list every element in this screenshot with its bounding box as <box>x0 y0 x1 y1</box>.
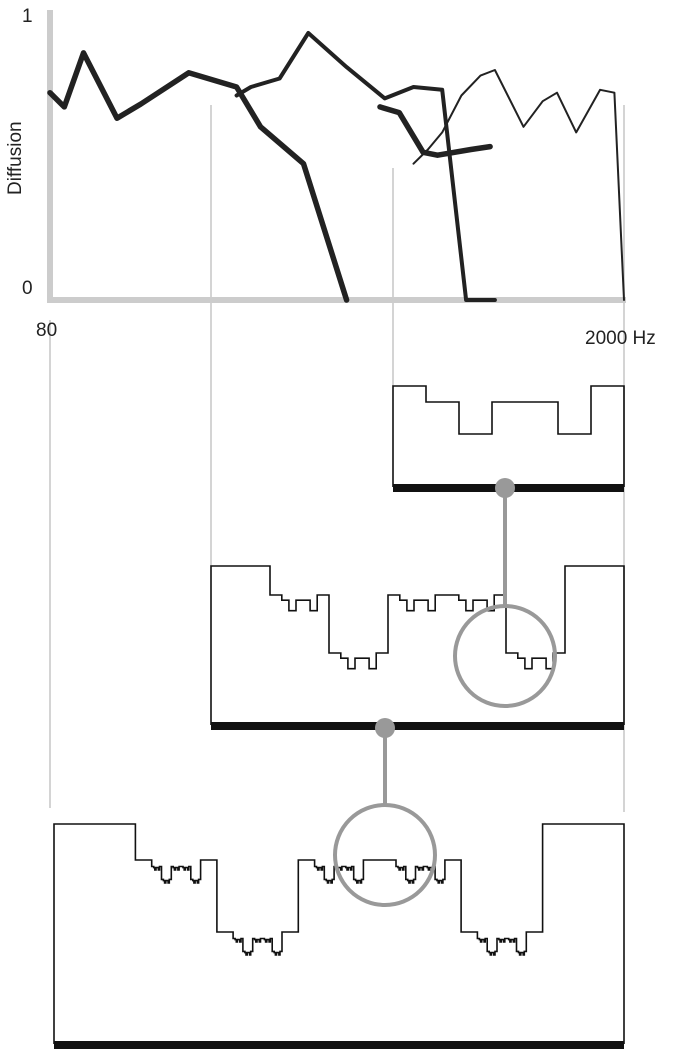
chart-series <box>47 31 625 303</box>
x-tick-label-start: 80 <box>36 320 57 341</box>
diffuser-stage-3 <box>53 823 625 1049</box>
y-axis-label: Diffusion <box>5 121 26 195</box>
series-line-1 <box>47 50 350 303</box>
diffuser-profile <box>53 823 625 1044</box>
connector-dot-upper <box>495 478 515 498</box>
x-tick-label-end: 2000 Hz <box>585 328 656 349</box>
chart-axes <box>47 10 626 303</box>
stage-connectors <box>333 478 557 907</box>
guide-lines <box>49 105 625 812</box>
series-line-4 <box>412 69 625 301</box>
magnify-circle-lower <box>333 803 437 907</box>
diffuser-stage-2 <box>210 565 625 730</box>
diffuser-base <box>54 1041 624 1049</box>
series-line-3 <box>234 31 497 302</box>
y-tick-label-bottom: 0 <box>22 278 33 299</box>
series-line-2 <box>377 104 493 158</box>
diffuser-base <box>211 722 624 730</box>
y-tick-label-top: 1 <box>22 6 33 27</box>
connector-dot-lower <box>375 718 395 738</box>
diffuser-stages <box>53 385 625 1049</box>
magnify-circle-upper <box>453 604 557 708</box>
diffuser-profile <box>392 385 625 487</box>
diffuser-profile <box>210 565 625 725</box>
diffuser-stage-1 <box>392 385 625 492</box>
